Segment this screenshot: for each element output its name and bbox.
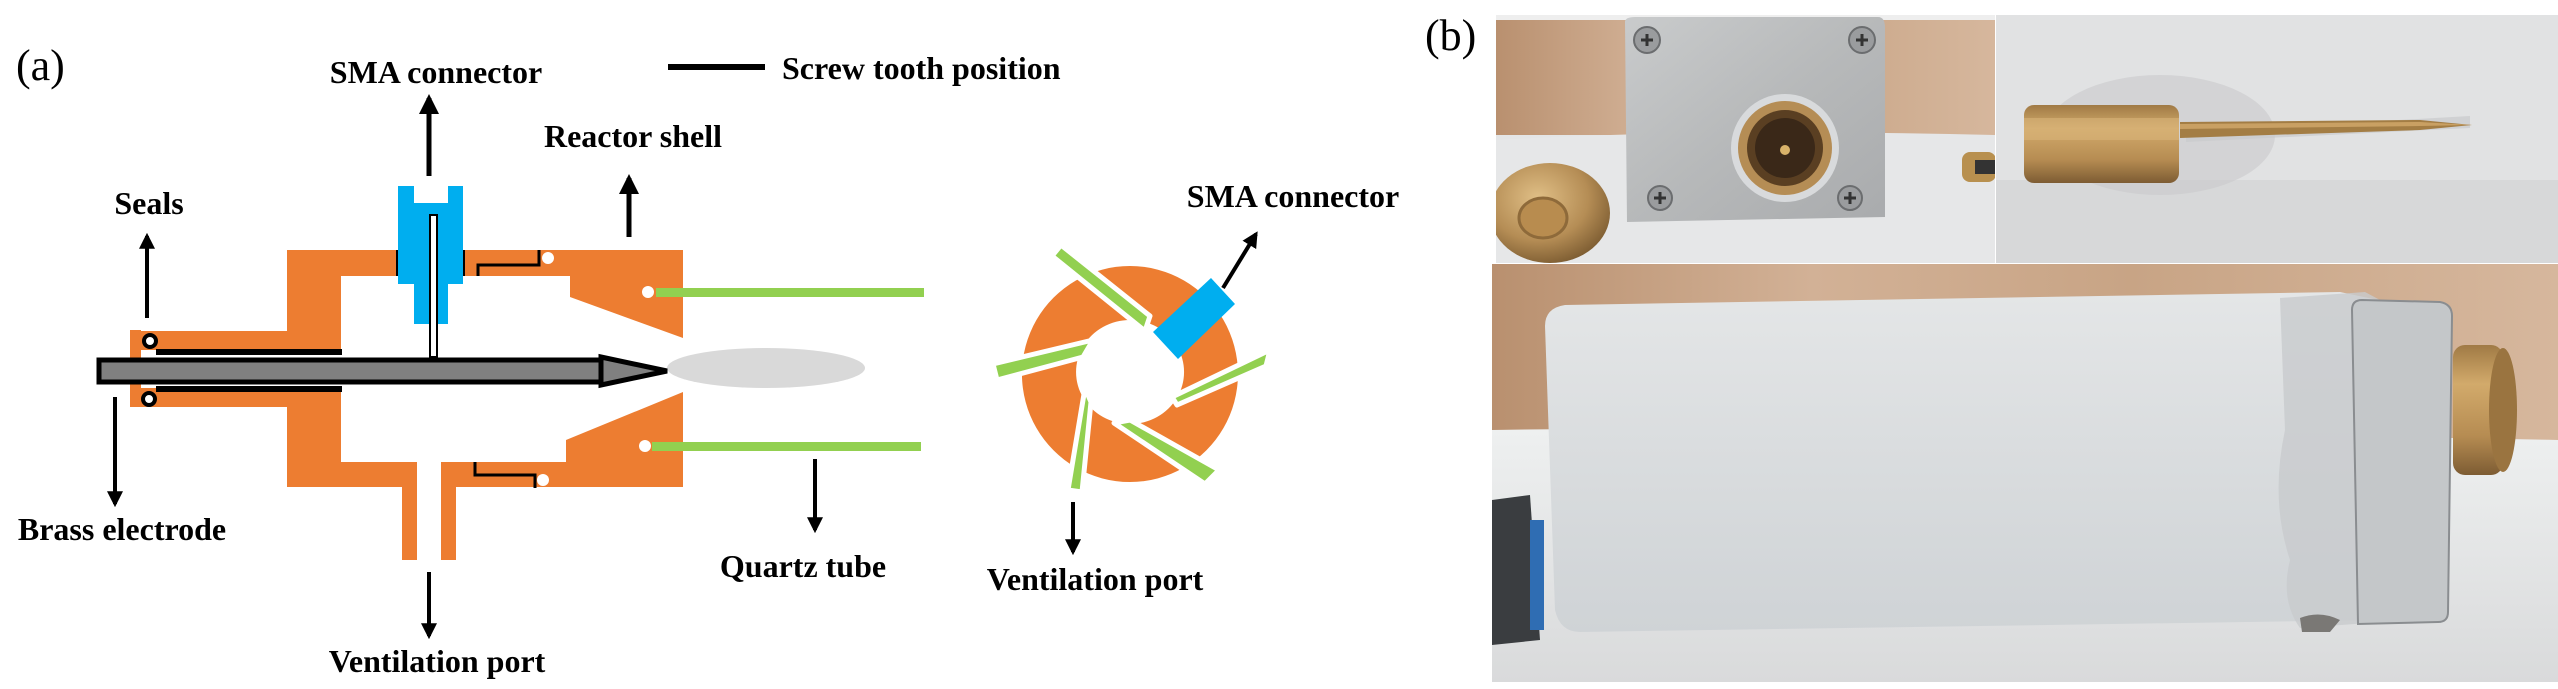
label-quartz-tube: Quartz tube — [720, 548, 886, 584]
quartz-tube-lower — [652, 442, 921, 451]
reactor-shell-upper — [141, 250, 683, 350]
seal-ring-top — [142, 333, 158, 349]
reactor-side-view — [96, 186, 924, 560]
brass-electrode-rod — [96, 357, 606, 385]
photo-brass-electrode — [1996, 15, 2558, 263]
label-sma-connector: SMA connector — [330, 54, 542, 90]
brass-electrode-tip — [598, 353, 668, 389]
hose-fitting-blue — [1530, 520, 1544, 630]
seal-dot — [639, 440, 651, 452]
photo-reactor-side — [1492, 264, 2558, 682]
vane-right — [1169, 347, 1273, 408]
seal-dot — [537, 474, 549, 486]
reactor-end-plate — [2350, 298, 2454, 626]
reactor-shell-lower-right — [441, 392, 683, 560]
screw-tooth-upper — [476, 250, 541, 276]
sma-pin — [429, 214, 438, 358]
label-ventilation-port: Ventilation port — [329, 643, 546, 679]
label-sma-connector-end: SMA connector — [1187, 178, 1399, 214]
ventilation-vanes — [990, 242, 1273, 495]
legend-screw-text: Screw tooth position — [782, 50, 1061, 86]
label-reactor-shell: Reactor shell — [544, 118, 722, 154]
screw-thread-top — [156, 349, 342, 355]
reactor-box — [1545, 292, 2380, 632]
seal-ring-bottom — [141, 391, 157, 407]
electrode-hex-body — [2024, 105, 2179, 183]
seal-dot — [542, 252, 554, 264]
panel-b-label: (b) — [1425, 11, 1476, 60]
panel-a: (a) Screw tooth position — [16, 41, 1399, 679]
screw-tooth-connector-right — [462, 250, 465, 276]
label-seals: Seals — [114, 185, 183, 221]
vane-left — [990, 337, 1096, 383]
reactor-end-view — [990, 242, 1273, 495]
sma-connector-end — [1153, 278, 1235, 359]
panel-a-label: (a) — [16, 41, 65, 90]
quartz-tube-upper — [656, 288, 924, 297]
arrow-sma-connector-end — [1221, 231, 1258, 290]
plasma-plume — [667, 348, 865, 388]
photo-reactor-front-face — [1496, 15, 1995, 263]
label-brass-electrode: Brass electrode — [18, 511, 226, 547]
vane-lower-right — [1111, 417, 1222, 487]
screw-thread-bottom — [156, 386, 342, 392]
screw-tooth-connector-left — [396, 250, 399, 276]
label-ventilation-port-end: Ventilation port — [987, 561, 1204, 597]
panel-b: (b) — [1425, 11, 2558, 682]
reactor-shell-lower — [141, 388, 417, 560]
screw-tooth-lower — [473, 462, 537, 488]
seal-dot — [642, 286, 654, 298]
vane-upper-left — [1049, 242, 1153, 334]
vane-lower-left — [1065, 385, 1094, 495]
hose — [1492, 495, 1540, 645]
sma-connector-brass — [2453, 345, 2503, 475]
